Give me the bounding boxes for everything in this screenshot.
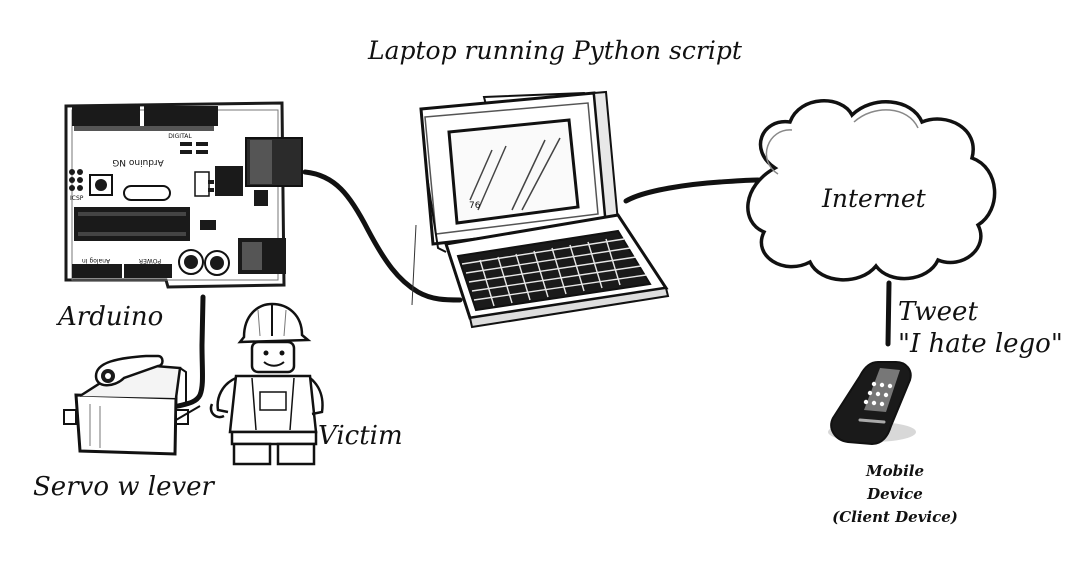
mobile-phone-icon — [828, 361, 916, 446]
laptop-screen-number: 76 — [469, 201, 481, 211]
laptop-label: Laptop running Python script — [368, 36, 742, 65]
laptop-internet-cable — [623, 177, 761, 204]
internet-mobile-line — [885, 280, 892, 347]
mobile-label-line3: (Client Device) — [832, 508, 958, 526]
internet-label: Internet — [822, 184, 926, 213]
board-power-text: POWER — [139, 257, 161, 264]
board-model-text: Arduino NG — [112, 157, 163, 167]
board-digital-text: DIGITAL — [168, 133, 192, 140]
tweet-label-line1: Tweet — [898, 297, 978, 327]
arduino-label: Arduino — [58, 302, 164, 332]
board-analog-text: Analog In — [82, 257, 110, 264]
cloud-icon — [746, 99, 997, 282]
arduino-board: Arduino NG DIGITAL Analog In POWER ICSP — [64, 101, 303, 289]
tweet-label: Tweet "I hate lego" — [898, 296, 1063, 360]
arduino-servo-cable — [175, 294, 206, 409]
mobile-label-line2: Device — [867, 485, 923, 503]
servo-icon — [63, 354, 201, 456]
mobile-device-label: Mobile Device (Client Device) — [820, 460, 970, 529]
tweet-label-line2: "I hate lego" — [898, 329, 1063, 359]
arduino-laptop-cable — [302, 169, 463, 303]
victim-label: Victim — [318, 421, 403, 451]
lego-figure-icon — [209, 302, 324, 466]
servo-label: Servo w lever — [33, 472, 214, 502]
board-icsp-text: ICSP — [70, 195, 84, 202]
laptop-illustration: 76 — [411, 90, 670, 329]
mobile-label-line1: Mobile — [865, 462, 925, 480]
